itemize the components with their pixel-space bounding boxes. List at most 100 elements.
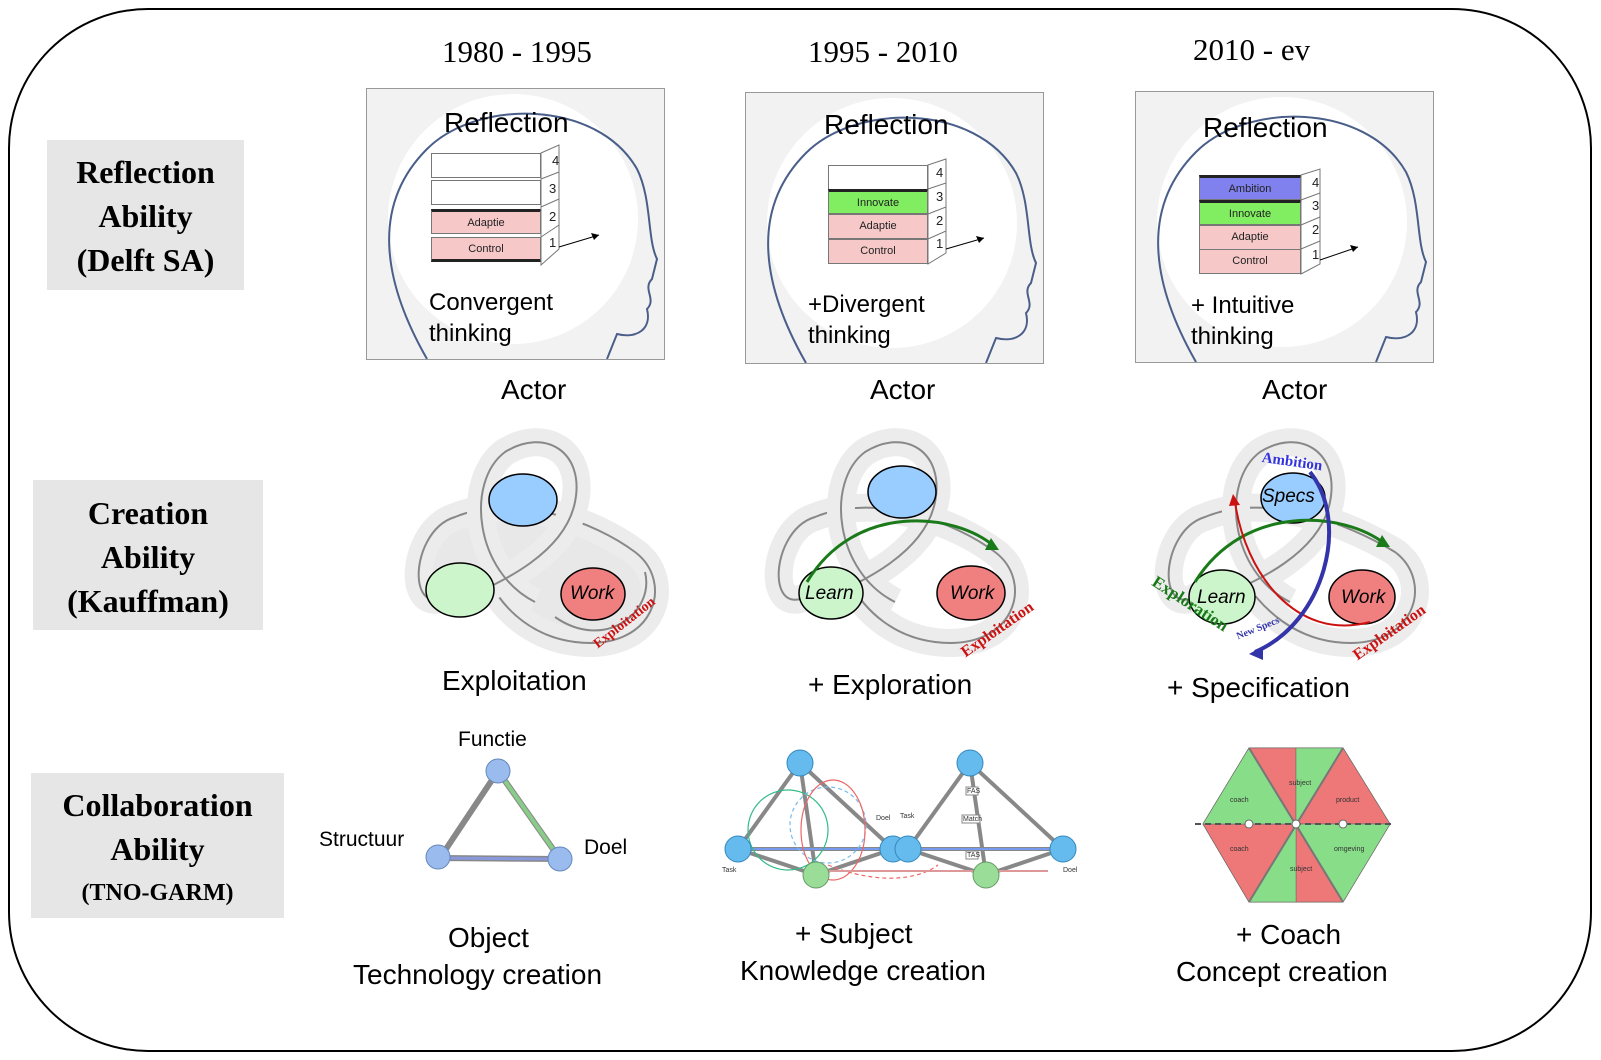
- actor-caption-3: Actor: [1262, 374, 1328, 405]
- level-1-block: Control: [828, 239, 928, 264]
- row-label-creation: Creation Ability (Kauffman): [33, 480, 263, 630]
- thinking-line: thinking: [808, 322, 891, 349]
- garm-hexagon-3: coach subject product coach subject omge…: [1195, 746, 1395, 906]
- learn-node: [798, 566, 864, 620]
- thinking-line: thinking: [429, 320, 512, 347]
- learn-node: [1188, 569, 1256, 625]
- row-label-line: (Kauffman): [67, 583, 229, 619]
- row-label-line: Ability: [110, 831, 205, 867]
- work-node: [936, 565, 1006, 621]
- level-3-block: Innovate: [828, 189, 928, 214]
- row-label-line: Reflection: [76, 154, 215, 190]
- level-2-block: Adaptie: [431, 209, 541, 234]
- row-label-line: Ability: [98, 198, 193, 234]
- period-2-header: 1995 - 2010: [808, 34, 958, 69]
- tiny-label: coach: [1230, 797, 1249, 804]
- reflection-title: Reflection: [1203, 112, 1328, 143]
- reflection-title: Reflection: [444, 107, 569, 138]
- exploration-arrow: [805, 519, 996, 583]
- level-1-block: Control: [1199, 249, 1301, 274]
- tiny-label: product: [1336, 797, 1360, 804]
- tiny-label: omgeving: [1334, 846, 1365, 853]
- knot-diagram-2: Learn Work Exploitation: [755, 428, 1045, 662]
- trefoil-knot: [764, 428, 1029, 657]
- level-4-block: [828, 165, 928, 190]
- level-number: 3: [549, 181, 557, 196]
- rounded-frame: [8, 8, 1592, 1052]
- tiny-label: TAS: [967, 852, 981, 859]
- tiny-label: Doel: [876, 815, 891, 822]
- garm-triangle-1: Functie Structuur Doel: [319, 725, 640, 885]
- row-label-line: (Delft SA): [76, 242, 215, 278]
- functie-label: Functie: [458, 728, 527, 751]
- work-label: Work: [570, 583, 615, 604]
- row-label-collaboration: Collaboration Ability (TNO-GARM): [31, 773, 284, 918]
- row-label-reflection: Reflection Ability (Delft SA): [47, 140, 244, 290]
- level-number: 4: [936, 165, 944, 180]
- tiny-label: Task: [900, 813, 915, 820]
- level-2-block: Adaptie: [1199, 225, 1301, 250]
- learn-label: Learn: [805, 583, 854, 604]
- level-4-block: Ambition: [1199, 175, 1301, 200]
- knot-diagram-1: Work Exploitation: [395, 428, 675, 662]
- collab-caption-1b: Technology creation: [353, 959, 603, 990]
- collab-caption-3a: + Coach: [1236, 919, 1342, 950]
- thinking-label: + Intuitive thinking: [1191, 290, 1294, 352]
- knot-nodes: [1188, 470, 1396, 660]
- level-number: 3: [936, 189, 944, 204]
- level-1-block: Control: [431, 237, 541, 262]
- creation-caption-2: + Exploration: [808, 669, 973, 700]
- thinking-line: + Intuitive: [1191, 292, 1295, 319]
- doel-label: Doel: [584, 836, 628, 859]
- knot-nodes: [425, 473, 626, 621]
- garm-diagram-2: Task Doel Task FAS Match TAS Doel: [718, 745, 1084, 890]
- blue-node: [488, 473, 558, 527]
- triangle-diagram: [425, 758, 573, 872]
- level-number: 3: [1312, 198, 1320, 213]
- reflection-panel-2: Reflection Innovate Adaptie Control 4 3 …: [745, 92, 1044, 364]
- tiny-label: subject: [1290, 866, 1313, 873]
- new-specs-arrow: [1254, 470, 1332, 654]
- level-number: 4: [552, 153, 560, 168]
- creation-caption-3: + Specification: [1167, 672, 1350, 703]
- level-4-block: [431, 153, 541, 178]
- creation-caption-1: Exploitation: [442, 665, 587, 696]
- row-label-line: (TNO-GARM): [81, 880, 234, 906]
- knot-diagram-3: Specs Learn Work Ambition Exploration Ne…: [1145, 428, 1445, 664]
- tiny-label: Task: [722, 867, 737, 874]
- structuur-node: [425, 844, 451, 870]
- level-number: 1: [1312, 247, 1320, 262]
- level-number: 4: [1312, 175, 1320, 190]
- row-label-line: Collaboration: [62, 787, 253, 823]
- period-1-header: 1980 - 1995: [442, 34, 592, 69]
- double-triangle-diagram: [724, 749, 1077, 889]
- thinking-label: Convergent thinking: [429, 287, 553, 349]
- specs-label: Specs: [1262, 486, 1315, 507]
- collab-caption-3b: Concept creation: [1176, 956, 1388, 987]
- work-label: Work: [950, 583, 995, 604]
- tiny-label: Match: [963, 816, 983, 823]
- reflection-panel-1: Reflection Adaptie Control 4 3 2 1 Conve…: [366, 88, 665, 360]
- collab-caption-2a: + Subject: [795, 918, 913, 949]
- thinking-line: Convergent: [429, 289, 554, 316]
- blue-node: [867, 465, 937, 519]
- thinking-line: +Divergent: [808, 291, 925, 318]
- collab-caption-2b: Knowledge creation: [740, 955, 986, 986]
- functie-node: [485, 758, 511, 784]
- work-label: Work: [1341, 587, 1386, 608]
- row-label-line: Creation: [87, 495, 209, 531]
- actor-caption-1: Actor: [501, 374, 567, 405]
- period-3-header: 2010 - ev: [1193, 32, 1311, 67]
- structuur-label: Structuur: [319, 828, 405, 851]
- exploration-arrow: [1193, 518, 1386, 583]
- reflection-title: Reflection: [824, 109, 949, 140]
- level-2-block: Adaptie: [828, 214, 928, 239]
- level-number: 2: [936, 213, 944, 228]
- thinking-line: thinking: [1191, 323, 1274, 350]
- ambition-arrow: [1234, 501, 1371, 627]
- level-number: 2: [1312, 222, 1320, 237]
- tiny-label: FAS: [967, 788, 981, 795]
- hexagon-diagram: [1195, 747, 1395, 903]
- row-label-line: Ability: [100, 539, 196, 575]
- level-number: 1: [936, 236, 944, 251]
